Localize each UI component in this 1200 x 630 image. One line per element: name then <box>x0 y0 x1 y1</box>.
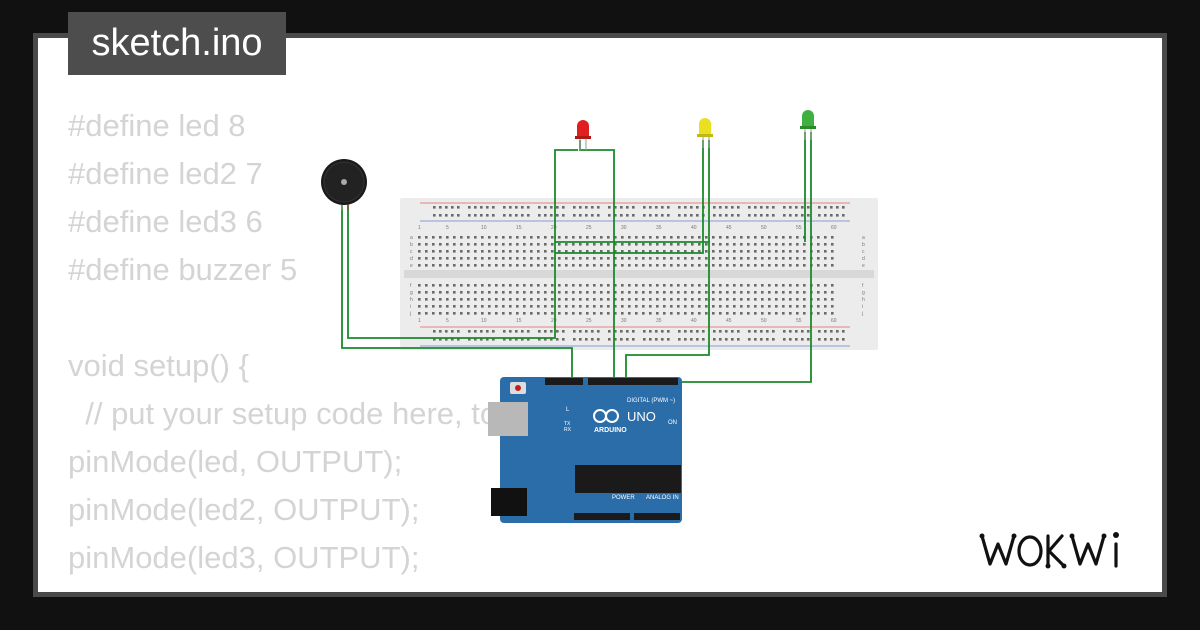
breadboard-row-letter: a <box>410 235 413 241</box>
code-line: pinMode(led3, OUTPUT); <box>68 540 420 575</box>
breadboard-row-letter: e <box>410 263 413 269</box>
power-jack <box>491 488 527 516</box>
wire-buzzer-gnd <box>347 149 578 339</box>
breadboard-row-letter: d <box>862 256 865 262</box>
svg-text:RX: RX <box>564 427 572 433</box>
code-line: #define led 8 <box>68 108 246 143</box>
breadboard-row-letter: c <box>862 249 865 255</box>
breadboard-column-number: 35 <box>656 225 662 231</box>
breadboard-row-letter: h <box>862 297 865 303</box>
breadboard-column-number: 1 <box>418 318 421 324</box>
code-preview: #define led 8 #define led2 7 #define led3 … <box>68 102 635 592</box>
breadboard-row-letter: c <box>410 249 413 255</box>
code-line: void setup() { <box>68 348 249 383</box>
breadboard-column-number: 40 <box>691 318 697 324</box>
board-model: UNO <box>627 409 656 424</box>
breadboard-row-letter: i <box>410 304 411 310</box>
code-line: pinMode(led2, OUTPUT); <box>68 492 420 527</box>
breadboard-holes <box>418 206 845 341</box>
breadboard-column-number: 60 <box>831 318 837 324</box>
breadboard-column-number: 5 <box>446 225 449 231</box>
usb-port <box>488 402 528 436</box>
board-brand: ARDUINO <box>594 427 627 434</box>
breadboard-column-number: 1 <box>418 225 421 231</box>
breadboard-row-letter: i <box>862 304 863 310</box>
breadboard-column-number: 10 <box>481 225 487 231</box>
wires <box>341 132 812 383</box>
code-line: pinMode(led, OUTPUT); <box>68 444 403 479</box>
breadboard-row-letter: j <box>409 311 411 317</box>
breadboard-row-letter: b <box>862 242 865 248</box>
svg-text:TX: TX <box>564 421 571 427</box>
breadboard-column-number: 20 <box>551 318 557 324</box>
header-top-left <box>545 378 583 385</box>
breadboard-row-letter: d <box>410 256 413 262</box>
header-power <box>574 513 630 520</box>
analog-label: ANALOG IN <box>646 495 679 501</box>
wire-buzzer-1 <box>341 205 573 382</box>
arduino-uno-board[interactable]: DIGITAL (PWM ~) UNO ARDUINO L TX RX ON P… <box>488 377 682 523</box>
wokwi-logo <box>979 532 1119 569</box>
breadboard-column-number: 45 <box>726 318 732 324</box>
breadboard-column-number: 25 <box>586 318 592 324</box>
red-led[interactable] <box>575 120 591 150</box>
breadboard-column-number: 5 <box>446 318 449 324</box>
breadboard-row-letter: h <box>410 297 413 303</box>
breadboard-column-number: 30 <box>621 225 627 231</box>
header-top-right <box>588 378 678 385</box>
breadboard-row-letter: g <box>410 290 413 296</box>
wire-yellow-led-b <box>625 140 710 382</box>
breadboard-column-number: 35 <box>656 318 662 324</box>
breadboard-row-letter: f <box>410 283 412 289</box>
piezo-buzzer[interactable] <box>321 159 367 210</box>
breadboard-column-number: 15 <box>516 318 522 324</box>
yellow-led[interactable] <box>697 118 713 148</box>
breadboard-column-number: 60 <box>831 225 837 231</box>
breadboard-column-number: 40 <box>691 225 697 231</box>
wire-yellow-led-a <box>555 140 704 254</box>
breadboard-row-letter: g <box>862 290 865 296</box>
svg-text:ON: ON <box>668 420 677 426</box>
breadboard-column-number: 25 <box>586 225 592 231</box>
breadboard-column-number: 45 <box>726 225 732 231</box>
breadboard-column-number: 50 <box>761 318 767 324</box>
breadboard-column-number: 15 <box>516 225 522 231</box>
code-line: #define led2 7 <box>68 156 263 191</box>
header-analog <box>634 513 680 520</box>
breadboard-row-letter: b <box>410 242 413 248</box>
breadboard-column-number: 55 <box>796 225 802 231</box>
breadboard-column-number: 30 <box>621 318 627 324</box>
breadboard-column-number: 55 <box>796 318 802 324</box>
code-line: pinMode(buzzer, OUTPUT); <box>68 582 635 592</box>
breadboard-row-letter: j <box>861 311 863 317</box>
atmega-chip <box>575 465 681 493</box>
breadboard-row-letter: a <box>862 235 865 241</box>
code-line: #define led3 6 <box>68 204 263 239</box>
wire-green-led-b <box>636 132 812 383</box>
breadboard-column-number: 10 <box>481 318 487 324</box>
sketch-file-tab[interactable]: sketch.ino <box>68 12 286 75</box>
breadboard: 1155101015152020252530303535404045455050… <box>400 198 878 350</box>
green-led[interactable] <box>800 110 816 140</box>
power-label: POWER <box>612 495 635 501</box>
breadboard-row-letter: f <box>862 283 864 289</box>
digital-label: DIGITAL (PWM ~) <box>627 398 675 404</box>
svg-text:L: L <box>566 407 570 413</box>
breadboard-column-number: 20 <box>551 225 557 231</box>
breadboard-row-letter: e <box>862 263 865 269</box>
breadboard-column-numbers: 1155101015152020252530303535404045455050… <box>418 225 837 324</box>
breadboard-column-number: 50 <box>761 225 767 231</box>
code-line: #define buzzer 5 <box>68 252 298 287</box>
